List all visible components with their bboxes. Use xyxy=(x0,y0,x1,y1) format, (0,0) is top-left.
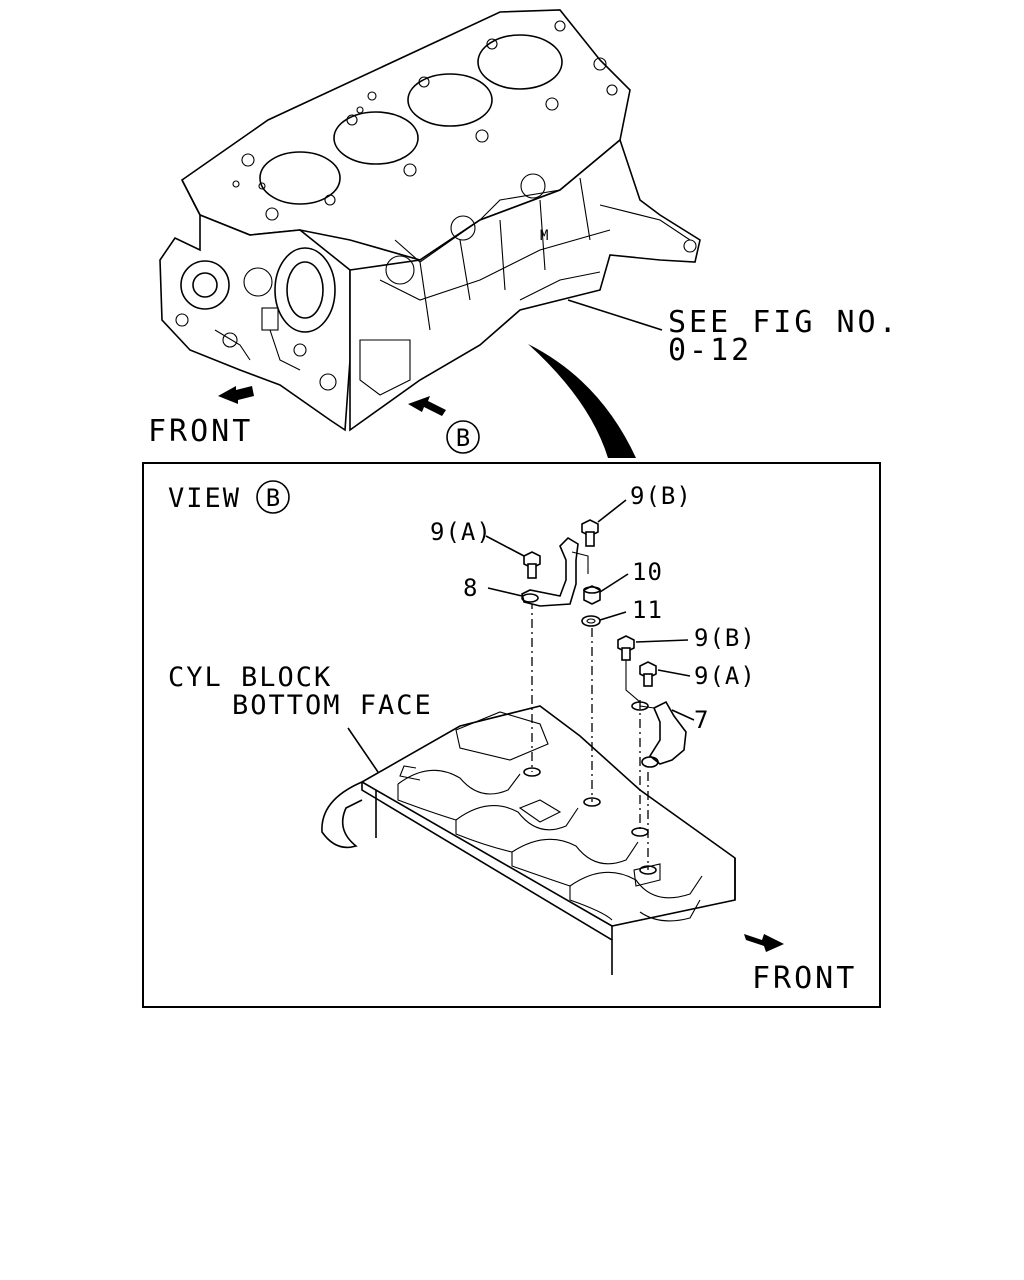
part-8-oil-pipe xyxy=(521,536,589,607)
bolt-9a-right xyxy=(639,661,657,687)
view-b-frame xyxy=(142,462,881,1008)
callout-9b-top: 9(B) xyxy=(630,482,692,510)
see-fig-number: 0-12 xyxy=(668,333,752,368)
bolt-10 xyxy=(583,585,601,605)
callout-10: 10 xyxy=(632,558,663,586)
view-marker-box: B xyxy=(266,484,280,512)
front-label-top: FRONT xyxy=(148,414,253,449)
callout-9b-right: 9(B) xyxy=(694,624,756,652)
bolt-9b-right xyxy=(617,635,635,661)
front-arrow-bottom xyxy=(744,934,784,952)
bolt-9b-top xyxy=(581,519,599,547)
bottom-face-label: BOTTOM FACE xyxy=(232,690,433,721)
callout-8: 8 xyxy=(463,574,478,602)
callout-leaders xyxy=(485,499,695,721)
callout-7: 7 xyxy=(694,706,709,734)
front-label-bottom: FRONT xyxy=(752,961,857,996)
installation-centerlines xyxy=(531,600,649,870)
part-7-oil-strainer xyxy=(631,700,687,768)
cyl-block-label: CYL BLOCK xyxy=(168,662,332,693)
callout-9a-left: 9(A) xyxy=(430,518,492,546)
svg-text:M: M xyxy=(540,228,548,244)
callout-11: 11 xyxy=(632,596,663,624)
view-marker-circle-top xyxy=(446,420,480,454)
view-marker-top: B xyxy=(456,424,470,452)
view-title: VIEW xyxy=(168,483,241,514)
engine-block-illustration: M xyxy=(159,9,701,458)
callout-9a-right: 9(A) xyxy=(694,662,756,690)
view-marker-circle-box xyxy=(256,480,290,514)
see-fig-label: SEE FIG NO. xyxy=(668,305,900,340)
washer-11 xyxy=(581,615,601,627)
bolt-9a-left xyxy=(523,551,541,579)
